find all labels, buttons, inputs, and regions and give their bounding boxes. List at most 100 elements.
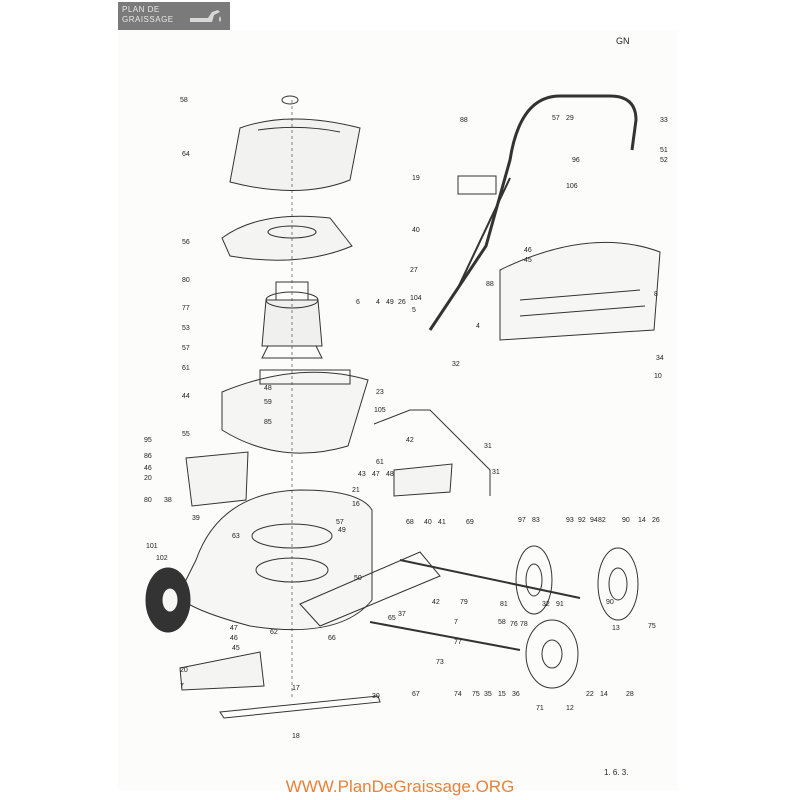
drive-shaft bbox=[399, 559, 581, 599]
part-callout: 40 bbox=[412, 227, 420, 234]
drive-wheel bbox=[525, 619, 579, 689]
part-callout: 14 bbox=[600, 691, 608, 698]
part-callout: 13 bbox=[612, 625, 620, 632]
part-callout: 32 bbox=[452, 361, 460, 368]
part-callout: 105 bbox=[374, 407, 386, 414]
part-callout: 4 bbox=[376, 299, 380, 306]
part-callout: 8 bbox=[654, 291, 658, 298]
part-callout: 64 bbox=[182, 151, 190, 158]
part-callout: 90 bbox=[622, 517, 630, 524]
part-callout: 20 bbox=[180, 667, 188, 674]
part-callout: 52 bbox=[660, 157, 668, 164]
part-callout: 48 bbox=[264, 385, 272, 392]
grass-catcher bbox=[499, 241, 661, 341]
footer-url-link[interactable]: WWW.PlanDeGraissage.ORG bbox=[285, 777, 515, 796]
switch-box bbox=[457, 175, 497, 195]
part-callout: 97 bbox=[518, 517, 526, 524]
part-callout: 44 bbox=[182, 393, 190, 400]
part-callout: 82 bbox=[598, 517, 606, 524]
part-callout: 22 bbox=[586, 691, 594, 698]
part-callout: 46 bbox=[230, 635, 238, 642]
part-callout: 96 bbox=[572, 157, 580, 164]
part-callout: 71 bbox=[536, 705, 544, 712]
belt-guard bbox=[393, 463, 453, 497]
part-callout: 88 bbox=[486, 281, 494, 288]
part-callout: 4 bbox=[476, 323, 480, 330]
part-callout: 27 bbox=[410, 267, 418, 274]
part-callout: 28 bbox=[626, 691, 634, 698]
part-callout: 65 bbox=[388, 615, 396, 622]
part-callout: 57 bbox=[552, 115, 560, 122]
part-callout: 7 bbox=[454, 619, 458, 626]
part-callout: 51 bbox=[660, 147, 668, 154]
part-callout: 102 bbox=[156, 555, 168, 562]
part-callout: 16 bbox=[352, 501, 360, 508]
part-callout: 19 bbox=[412, 175, 420, 182]
part-callout: 26 bbox=[398, 299, 406, 306]
part-callout: 47 bbox=[230, 625, 238, 632]
oil-can-icon bbox=[190, 10, 221, 22]
part-callout: 77 bbox=[454, 639, 462, 646]
side-frame bbox=[299, 551, 441, 627]
part-callout: 38 bbox=[164, 497, 172, 504]
hood-cap bbox=[281, 95, 299, 105]
engine-hood bbox=[229, 118, 361, 191]
part-callout: 45 bbox=[524, 257, 532, 264]
part-callout: 66 bbox=[328, 635, 336, 642]
part-callout: 47 bbox=[372, 471, 380, 478]
part-callout: 42 bbox=[432, 599, 440, 606]
part-callout: 77 bbox=[182, 305, 190, 312]
part-callout: 56 bbox=[182, 239, 190, 246]
deck-motor-ring bbox=[251, 523, 333, 549]
part-callout: 83 bbox=[532, 517, 540, 524]
side-cover bbox=[185, 451, 249, 507]
part-callout: 74 bbox=[454, 691, 462, 698]
rear-axle bbox=[369, 621, 521, 651]
rear-flap bbox=[179, 651, 265, 691]
part-callout: 61 bbox=[376, 459, 384, 466]
part-callout: 36 bbox=[512, 691, 520, 698]
part-callout: 41 bbox=[438, 519, 446, 526]
part-callout: 20 bbox=[144, 475, 152, 482]
part-callout: 93 bbox=[566, 517, 574, 524]
logo-line-2: GRAISSAGE bbox=[122, 15, 174, 24]
part-callout: 106 bbox=[566, 183, 578, 190]
part-callout: 58 bbox=[180, 97, 188, 104]
part-callout: 5 bbox=[412, 307, 416, 314]
part-callout: 14 bbox=[638, 517, 646, 524]
part-callout: 35 bbox=[484, 691, 492, 698]
part-callout: 88 bbox=[460, 117, 468, 124]
motor-housing bbox=[221, 371, 369, 454]
rear-wheel-2 bbox=[597, 547, 639, 621]
part-callout: 17 bbox=[292, 685, 300, 692]
part-callout: 69 bbox=[466, 519, 474, 526]
part-callout: 75 bbox=[648, 623, 656, 630]
part-callout: 39 bbox=[192, 515, 200, 522]
part-callout: 49 bbox=[338, 527, 346, 534]
part-callout: 58 bbox=[498, 619, 506, 626]
part-callout: 32 bbox=[542, 601, 550, 608]
part-callout: 61 bbox=[182, 365, 190, 372]
part-callout: 79 bbox=[460, 599, 468, 606]
part-callout: 30 bbox=[372, 693, 380, 700]
part-callout: 43 bbox=[358, 471, 366, 478]
part-callout: 7 bbox=[180, 683, 184, 690]
page-number: 1. 6. 3. bbox=[604, 768, 629, 777]
part-callout: 76 bbox=[510, 621, 518, 628]
part-callout: 92 bbox=[578, 517, 586, 524]
part-callout: 21 bbox=[352, 487, 360, 494]
part-callout: 46 bbox=[524, 247, 532, 254]
part-callout: 40 bbox=[424, 519, 432, 526]
part-callout: 86 bbox=[144, 453, 152, 460]
part-callout: 78 bbox=[520, 621, 528, 628]
rear-wheel-1 bbox=[515, 545, 553, 615]
part-callout: 95 bbox=[144, 437, 152, 444]
part-callout: 33 bbox=[660, 117, 668, 124]
part-callout: 73 bbox=[436, 659, 444, 666]
part-callout: 10 bbox=[654, 373, 662, 380]
part-callout: 15 bbox=[498, 691, 506, 698]
plan-de-graissage-logo: PLAN DE GRAISSAGE bbox=[118, 2, 230, 32]
part-callout: 50 bbox=[354, 575, 362, 582]
